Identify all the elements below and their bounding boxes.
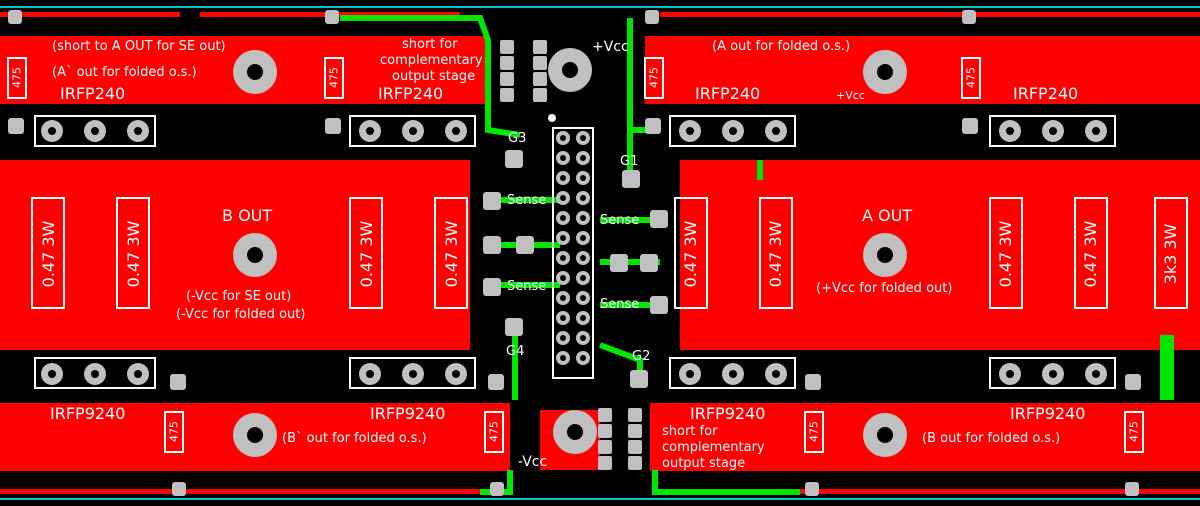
resistor-r7: 0.47 3W [996, 220, 1015, 288]
header-hole [560, 155, 566, 161]
header-hole [560, 195, 566, 201]
header-hole [580, 195, 586, 201]
label-g4: G4 [506, 344, 525, 359]
header-hole [560, 355, 566, 361]
note-short-top-3: output stage [392, 69, 476, 84]
resistor-475-4: 475 [964, 67, 978, 88]
note-short-bottom-2: complementary [662, 440, 765, 455]
label-sense-4: Sense [600, 297, 640, 312]
transistor-label-q4: IRFP240 [1013, 84, 1079, 103]
header-hole [580, 315, 586, 321]
label-sense-3: Sense [507, 279, 547, 294]
resistor-r5: 0.47 3W [681, 220, 700, 288]
header-hole [580, 215, 586, 221]
header-hole [560, 315, 566, 321]
note-short-bottom-3: output stage [662, 456, 746, 471]
resistor-475-2: 475 [327, 67, 341, 88]
header-hole [580, 235, 586, 241]
header-hole [560, 335, 566, 341]
header-pads [556, 131, 590, 365]
label-vcc-pos: +Vcc [592, 39, 629, 55]
mounting-pads [233, 48, 907, 457]
resistor-475-5: 475 [167, 421, 181, 442]
transistor-label-q6: IRFP9240 [370, 404, 446, 423]
header-hole [580, 295, 586, 301]
note-b-vcc-folded: (-Vcc for folded out) [176, 307, 306, 322]
transistor-label-q1: IRFP240 [60, 84, 126, 103]
header-hole [580, 155, 586, 161]
transistor-outlines [34, 115, 1116, 389]
label-vcc-pos-small: +Vcc [836, 89, 865, 102]
transistor-label-q7: IRFP9240 [690, 404, 766, 423]
label-b-out: B OUT [222, 206, 273, 225]
resistor-r3: 0.47 3W [357, 220, 376, 288]
transistor-label-q2: IRFP240 [378, 84, 444, 103]
resistor-r10: 3k3 3W [1161, 223, 1180, 285]
pin1-marker [548, 114, 556, 122]
label-a-out: A OUT [862, 206, 913, 225]
label-g3: G3 [508, 131, 527, 146]
header-hole [560, 175, 566, 181]
note-b-vcc-se: (-Vcc for SE out) [186, 289, 292, 304]
header-hole [580, 335, 586, 341]
resistor-r6: 0.47 3W [766, 220, 785, 288]
resistor-outlines [7, 57, 1188, 453]
resistor-475-7: 475 [807, 421, 821, 442]
note-short-top-1: short for [402, 37, 458, 52]
note-a-prime-out: (A` out for folded o.s.) [52, 65, 197, 80]
note-short-bottom-1: short for [662, 424, 718, 439]
header-hole [560, 235, 566, 241]
resistor-475-3: 475 [647, 67, 661, 88]
header-hole [560, 295, 566, 301]
label-sense-2: Sense [600, 213, 640, 228]
header-hole [580, 175, 586, 181]
note-a-vcc-folded: (+Vcc for folded out) [816, 281, 953, 296]
resistor-r1: 0.47 3W [39, 220, 58, 288]
note-b-prime-out: (B` out for folded o.s.) [282, 431, 427, 446]
resistor-475-8: 475 [1127, 421, 1141, 442]
label-g1: G1 [620, 154, 639, 169]
header-hole [560, 215, 566, 221]
resistor-475-1: 475 [10, 67, 24, 88]
resistor-475-6: 475 [487, 421, 501, 442]
transistor-label-q5: IRFP9240 [50, 404, 126, 423]
transistor-label-q3: IRFP240 [695, 84, 761, 103]
trace-3k3 [1160, 335, 1174, 400]
label-vcc-neg: -Vcc [518, 454, 548, 470]
header-hole [580, 275, 586, 281]
header-hole [560, 255, 566, 261]
copper-pours [0, 12, 1200, 494]
resistor-r4: 0.47 3W [442, 220, 461, 288]
header-hole [580, 255, 586, 261]
transistor-holes [48, 127, 1100, 378]
resistor-r2: 0.47 3W [124, 220, 143, 288]
note-short-to-a-out: (short to A OUT for SE out) [52, 39, 226, 54]
header-hole [580, 135, 586, 141]
note-a-out-folded: (A out for folded o.s.) [712, 39, 851, 54]
header-hole [560, 275, 566, 281]
note-short-top-2: complementary [380, 53, 483, 68]
header-hole [580, 355, 586, 361]
transistor-label-q8: IRFP9240 [1010, 404, 1086, 423]
note-b-out-folded: (B out for folded o.s.) [922, 431, 1061, 446]
resistor-r8: 0.47 3W [1081, 220, 1100, 288]
label-sense-1: Sense [507, 193, 547, 208]
header-hole [560, 135, 566, 141]
small-pads [8, 10, 1141, 496]
label-g2: G2 [632, 349, 651, 364]
